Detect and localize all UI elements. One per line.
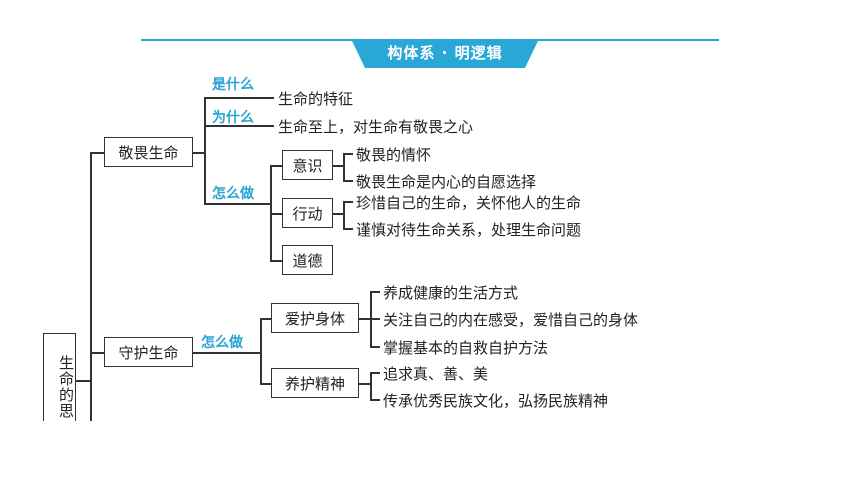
root-node: 生命的思 <box>43 333 76 433</box>
connector <box>359 318 370 320</box>
connector <box>343 201 353 203</box>
section-banner: 构体系 · 明逻辑 <box>352 41 538 68</box>
text-life-features: 生命的特征 <box>278 90 354 108</box>
connector <box>343 153 345 180</box>
connector <box>343 228 353 230</box>
connector <box>90 152 92 432</box>
text-awe-feeling: 敬畏的情怀 <box>356 146 432 164</box>
connector <box>359 383 370 385</box>
connector <box>260 383 271 385</box>
node-morality: 道德 <box>282 245 333 275</box>
connector <box>370 291 380 293</box>
text-life-supreme: 生命至上，对生命有敬畏之心 <box>278 118 474 136</box>
header-rule <box>141 39 719 41</box>
connector <box>270 165 272 260</box>
node-nurture-spirit: 养护精神 <box>271 368 359 398</box>
text-cherish-life: 珍惜自己的生命，关怀他人的生命 <box>356 194 582 212</box>
connector <box>270 260 282 262</box>
connector <box>204 125 274 127</box>
connector <box>204 97 274 99</box>
connector <box>260 318 262 383</box>
connector <box>343 201 345 228</box>
connector <box>90 352 104 354</box>
connector <box>193 352 260 354</box>
text-handle-life: 谨慎对待生命关系，处理生命问题 <box>356 221 582 239</box>
connector <box>204 97 206 203</box>
node-respect-life: 敬畏生命 <box>104 137 193 167</box>
connector <box>90 152 104 154</box>
connector <box>343 153 353 155</box>
connector <box>270 165 282 167</box>
text-healthy-lifestyle: 养成健康的生活方式 <box>383 284 519 302</box>
tag-how-protect: 怎么做 <box>201 335 243 351</box>
text-inner-feelings: 关注自己的内在感受，爱惜自己的身体 <box>383 311 639 329</box>
node-consciousness: 意识 <box>282 150 333 180</box>
tag-why: 为什么 <box>212 110 254 126</box>
connector <box>370 318 380 320</box>
node-action: 行动 <box>282 198 333 228</box>
connector <box>204 203 270 205</box>
connector <box>193 152 204 154</box>
connector <box>333 165 343 167</box>
connector <box>333 213 343 215</box>
connector <box>270 213 282 215</box>
connector <box>370 372 380 374</box>
connector <box>370 399 380 401</box>
text-national-culture: 传承优秀民族文化，弘扬民族精神 <box>383 392 609 410</box>
node-care-body: 爱护身体 <box>271 303 359 333</box>
connector <box>76 380 90 382</box>
text-voluntary-choice: 敬畏生命是内心的自愿选择 <box>356 173 537 191</box>
node-protect-life: 守护生命 <box>104 337 193 367</box>
blank-area <box>0 421 860 486</box>
text-truth-goodness: 追求真、善、美 <box>383 365 489 383</box>
connector <box>343 180 353 182</box>
connector <box>260 318 271 320</box>
text-self-rescue: 掌握基本的自救自护方法 <box>383 339 549 357</box>
connector <box>370 372 372 399</box>
tag-what: 是什么 <box>212 77 254 93</box>
tag-how: 怎么做 <box>212 186 254 202</box>
connector <box>370 346 380 348</box>
